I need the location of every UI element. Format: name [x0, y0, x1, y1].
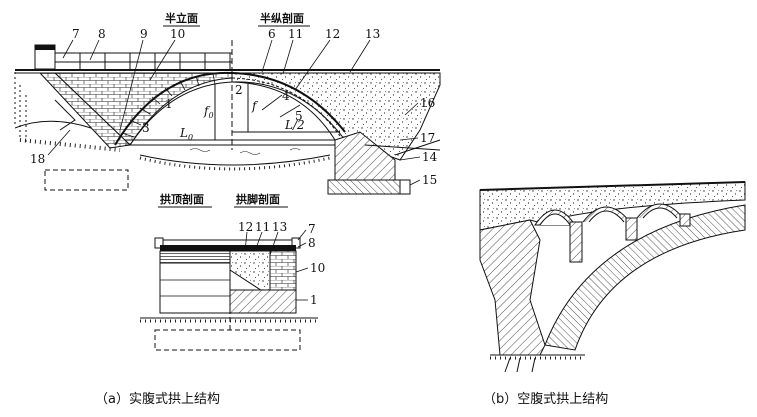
callout-16: 16 — [420, 96, 435, 110]
springing-spandrel — [269, 250, 297, 297]
springing-arch-ring — [229, 289, 297, 314]
callout-2: 2 — [235, 83, 243, 97]
callout-11: 11 — [288, 27, 303, 41]
section-callout-10: 10 — [310, 261, 325, 275]
label-L0: L0 — [179, 126, 193, 142]
title-half-longitudinal: 半纵剖面 — [260, 11, 304, 25]
section-callout-13: 13 — [272, 220, 287, 234]
title-half-elevation: 半立面 — [165, 11, 198, 25]
caption-b: （b）空腹式拱上结构 — [483, 391, 608, 407]
callout-3: 3 — [142, 121, 150, 135]
abutment-right — [334, 131, 396, 181]
foundation-outline — [44, 169, 129, 191]
label-f: f — [251, 99, 259, 113]
ground-hatch-left — [19, 138, 121, 152]
callout-8: 8 — [98, 27, 106, 41]
backfill-slope — [394, 139, 441, 156]
b-deck-top — [479, 181, 746, 191]
callout-10: 10 — [170, 27, 185, 41]
callout-17: 17 — [420, 131, 435, 145]
water-ripples — [189, 148, 301, 155]
callout-13: 13 — [365, 27, 380, 41]
soil-marks-left — [14, 72, 27, 145]
waterproof-layer — [231, 77, 341, 137]
section-callout-12: 12 — [238, 220, 253, 234]
abutment-footing — [327, 179, 407, 195]
section-titles-a: 半立面 半纵剖面 拱顶剖面 拱脚剖面 — [158, 11, 310, 208]
footing-step — [399, 179, 411, 195]
arch-voussoirs-left — [121, 73, 216, 138]
drain-line — [364, 144, 441, 151]
section-callout-8: 8 — [308, 236, 316, 250]
callout-1: 1 — [165, 97, 173, 111]
section-callout-11: 11 — [255, 220, 270, 234]
b-main-arch — [544, 204, 746, 351]
arch-intrados-left — [129, 81, 233, 146]
callout-12: 12 — [325, 27, 340, 41]
callout-5: 5 — [295, 109, 303, 123]
riverbed-line — [139, 154, 331, 166]
callout-15: 15 — [422, 173, 437, 187]
label-half-span: L/2 — [284, 118, 305, 132]
leader-lines — [47, 39, 421, 186]
figure-a-cross-section: 12 11 13 7 8 10 1 — [140, 220, 325, 351]
callouts-top: 7 8 9 10 6 11 12 13 — [72, 27, 380, 41]
callouts-side: 16 17 14 15 18 — [30, 96, 438, 187]
callout-9: 9 — [140, 27, 148, 41]
figure-a-elevation — [14, 39, 441, 195]
dimension-labels: f0 f L0 L/2 — [179, 99, 305, 142]
title-crown-section: 拱顶剖面 — [160, 192, 204, 206]
section-callout-1: 1 — [310, 293, 318, 307]
title-springing-section: 拱脚剖面 — [236, 192, 280, 206]
b-columns — [569, 213, 691, 263]
section-foundation — [154, 329, 301, 351]
crown-arch-ring — [159, 262, 231, 314]
callout-7: 7 — [72, 27, 80, 41]
callouts-inner: 1 2 3 4 5 — [142, 83, 303, 135]
callout-18: 18 — [30, 152, 45, 166]
b-abutment — [479, 219, 546, 356]
label-f0: f0 — [203, 104, 214, 120]
drain-pipe — [54, 99, 76, 131]
crown-pavement — [159, 250, 231, 264]
deck-slab — [160, 245, 296, 251]
arch-intrados-right — [231, 81, 336, 141]
arch-extrados-right — [231, 72, 346, 133]
caption-a: （a）实腹式拱上结构 — [95, 391, 220, 407]
b-spandrel-arches — [534, 203, 684, 226]
railing-cap — [35, 45, 55, 50]
callout-6: 6 — [268, 27, 276, 41]
figure-b-open-spandrel — [479, 181, 746, 373]
railing-balusters — [79, 53, 231, 69]
section-callout-7: 7 — [308, 222, 316, 236]
callout-4: 4 — [282, 89, 290, 103]
callout-14: 14 — [422, 150, 438, 164]
